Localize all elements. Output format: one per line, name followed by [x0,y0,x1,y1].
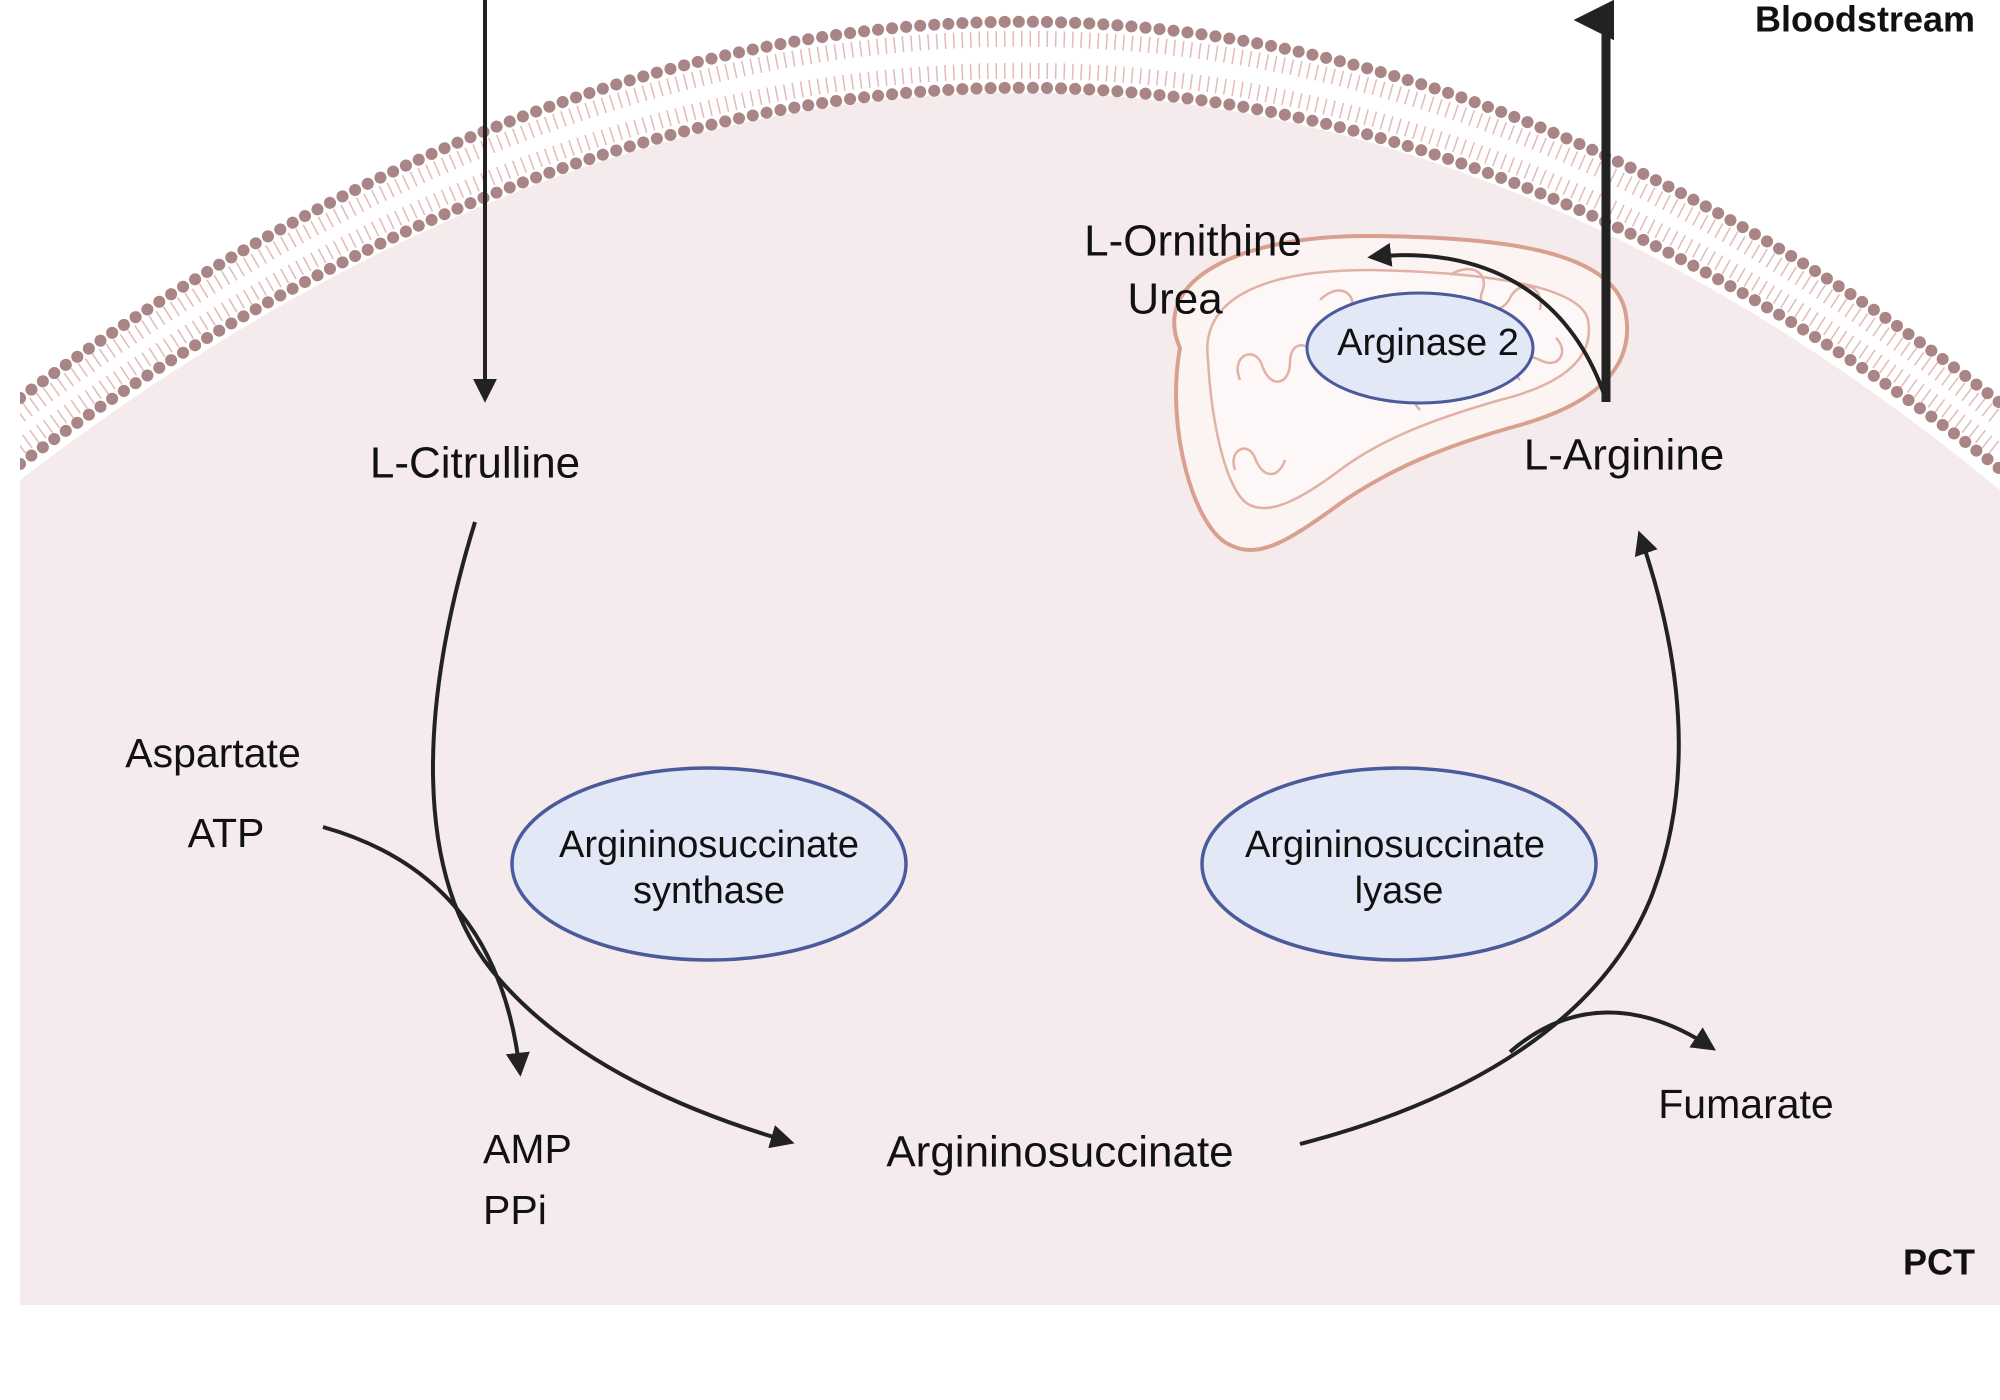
arginine-label: L-Arginine [1524,431,1725,480]
citrulline-to-argininosuccinate-arrow [430,521,795,1149]
arginase-reaction-arrow [1367,242,1608,401]
fumarate-release-arrow [1508,1010,1716,1054]
argininosuccinate-synthase-label-line2: synthase [633,870,785,912]
arginase-2-enzyme: Arginase 2 [1305,291,1535,405]
fumarate-label: Fumarate [1658,1081,1833,1127]
pct-label: PCT [1903,1242,1975,1283]
urea-label: Urea [1127,275,1223,324]
atp-label: ATP [188,810,265,856]
ppi-label: PPi [483,1187,547,1233]
argininosuccinate-synthase-label-line1: Argininosuccinate [559,824,859,866]
arginase-2-label: Arginase 2 [1337,322,1519,364]
atp-to-amp-arrow [322,825,530,1077]
citrulline-label: L-Citrulline [370,439,580,488]
argininosuccinate-lyase-label-line1: Argininosuccinate [1245,824,1545,866]
ornithine-label: L-Ornithine [1084,217,1302,266]
plasma-membrane [20,15,2000,475]
argininosuccinate-to-arginine-arrow [1299,530,1681,1146]
argininosuccinate-label: Argininosuccinate [886,1128,1233,1177]
argininosuccinate-synthase-enzyme: Argininosuccinate synthase [510,766,908,962]
argininosuccinate-lyase-label-line2: lyase [1355,870,1444,912]
amp-label: AMP [483,1126,572,1172]
bloodstream-label: Bloodstream [1755,0,1975,40]
argininosuccinate-lyase-enzyme: Argininosuccinate lyase [1200,766,1598,962]
aspartate-label: Aspartate [125,730,301,776]
